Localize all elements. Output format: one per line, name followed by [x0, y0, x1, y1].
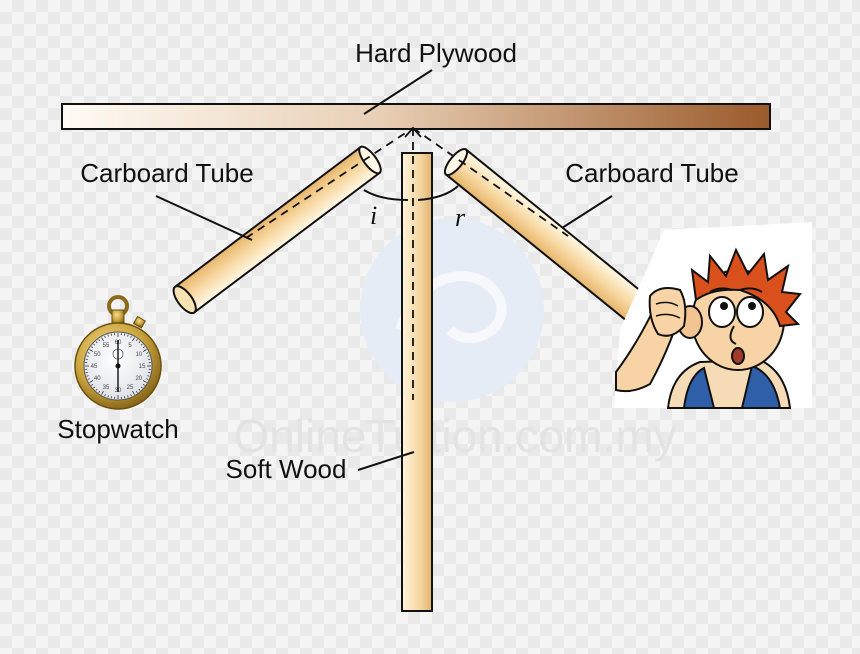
stopwatch-icon: 55605101520253035404550: [74, 295, 162, 410]
dial-tick: [127, 334, 129, 337]
reflected-ray: [412, 127, 569, 237]
dial-number: 5: [128, 343, 132, 349]
stopwatch-label: Stopwatch: [57, 414, 178, 444]
reflection-point-arrow: [404, 126, 422, 138]
dial-tick: [93, 343, 96, 346]
dial-tick: [91, 383, 94, 386]
dial-tick: [135, 339, 138, 342]
tube-right-label: Carboard Tube: [565, 158, 738, 188]
dial-tick: [87, 378, 90, 380]
dial-tick: [107, 395, 109, 398]
plywood-leader: [363, 69, 433, 115]
dial-tick: [101, 390, 104, 395]
dial-tick: [101, 337, 104, 342]
tube-left-leader: [155, 195, 253, 241]
dial-tick: [89, 349, 94, 352]
dial-tick: [89, 380, 94, 383]
dial-number: 45: [91, 364, 98, 370]
dial-number: 55: [103, 343, 110, 349]
dial-tick: [107, 334, 109, 337]
dial-tick: [87, 352, 90, 354]
dial-tick: [95, 341, 98, 344]
dial-number: 25: [127, 385, 134, 391]
dial-tick: [142, 349, 147, 352]
dial-number: 40: [94, 376, 101, 382]
dial-tick: [142, 346, 145, 349]
dial-tick: [98, 390, 101, 393]
dial-tick: [86, 355, 89, 357]
dial-tick: [138, 388, 141, 391]
dial-number: 50: [94, 352, 101, 358]
dial-number: 10: [135, 352, 142, 358]
cardboard-tube-left: [172, 145, 382, 315]
dial-tick: [140, 386, 143, 389]
watermark-text: OnlineTuition.com.my: [233, 410, 676, 462]
incident-ray: [245, 127, 414, 239]
dial-tick: [130, 335, 132, 338]
dial-tick: [135, 390, 138, 393]
dial-tick: [95, 388, 98, 391]
dial-number: 35: [103, 385, 110, 391]
tube-left-label: Carboard Tube: [80, 158, 253, 188]
angle-arc-incidence: [363, 189, 409, 201]
dial-tick: [140, 343, 143, 346]
cardboard-tube-right: [443, 148, 652, 325]
dial-tick: [138, 341, 141, 344]
dial-tick: [86, 375, 89, 377]
angle-arc-reflection: [417, 185, 459, 201]
dial-tick: [98, 339, 101, 342]
angle-r-label: r: [455, 203, 466, 232]
dial-tick: [93, 386, 96, 389]
plywood-label: Hard Plywood: [355, 38, 517, 68]
hard-plywood-board: [61, 103, 771, 130]
dial-tick: [142, 380, 147, 383]
tube-right-leader: [561, 195, 613, 229]
globe-logo-icon: [360, 218, 544, 402]
angle-i-label: i: [370, 201, 377, 230]
leader-lines: [155, 69, 613, 471]
dial-tick: [132, 337, 135, 342]
dial-number: 15: [139, 364, 146, 370]
sound-path: [245, 127, 569, 400]
dial-tick: [130, 394, 132, 397]
dial-tick: [147, 355, 150, 357]
dial-tick: [146, 378, 149, 380]
dial-tick: [104, 335, 106, 338]
soft-wood-partition: [401, 152, 433, 612]
dial-tick: [132, 390, 135, 395]
softwood-label: Soft Wood: [226, 454, 347, 484]
dial-tick: [91, 346, 94, 349]
dial-tick: [127, 395, 129, 398]
dial-tick: [104, 394, 106, 397]
dial-tick: [146, 352, 149, 354]
dial-tick: [142, 383, 145, 386]
softwood-leader: [357, 451, 415, 471]
dial-tick: [147, 375, 150, 377]
boy-listening-icon: [614, 222, 812, 409]
dial-number: 20: [135, 376, 142, 382]
